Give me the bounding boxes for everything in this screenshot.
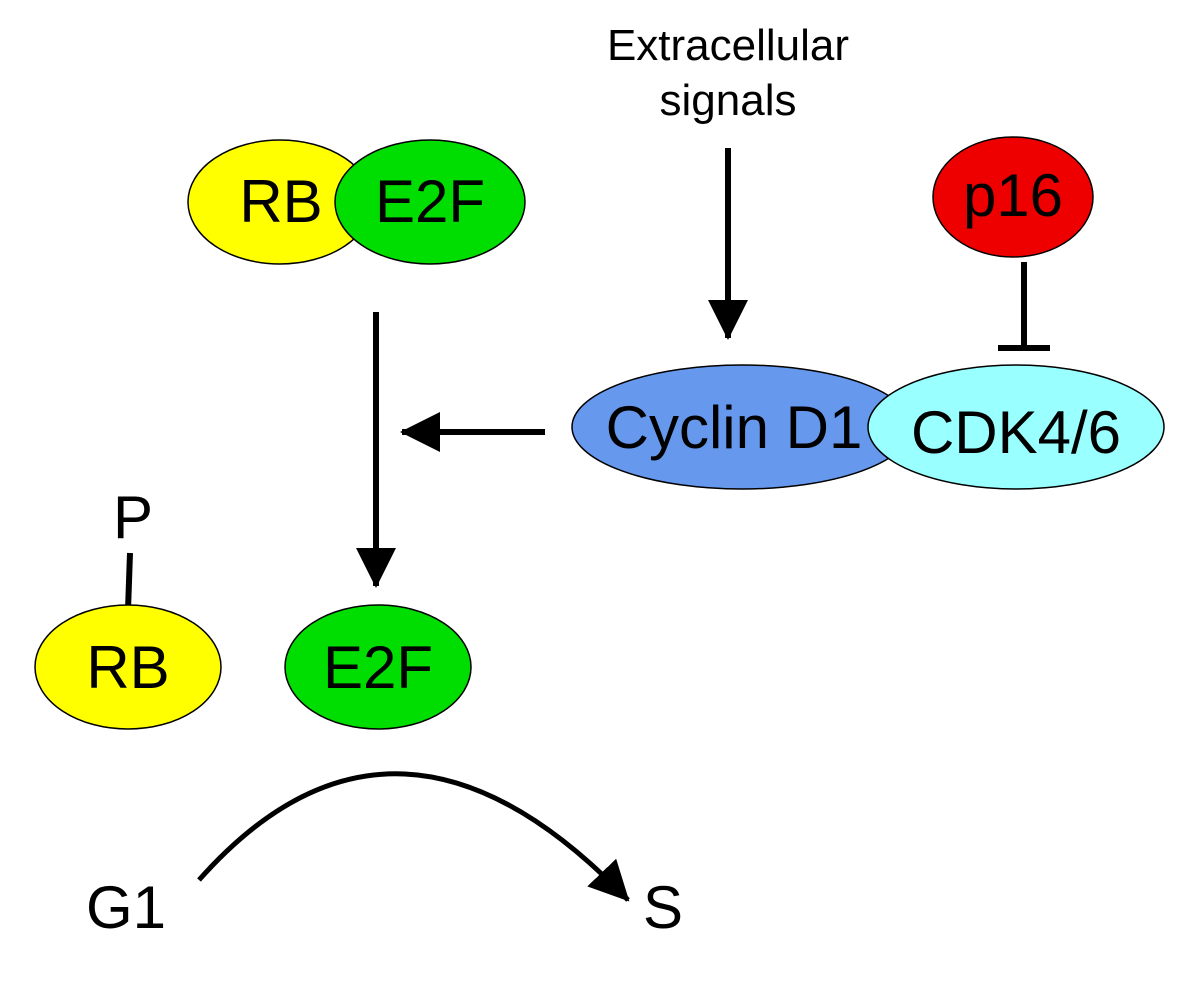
signals-label-line2: signals [660, 76, 797, 125]
g1-phase-label: G1 [86, 874, 166, 941]
cdk46-node [867, 364, 1165, 490]
p16-node [932, 136, 1094, 258]
p16-label: p16 [963, 162, 1063, 229]
rb-free-node [34, 604, 222, 730]
s-phase-label: S [643, 874, 683, 941]
rb-free-label: RB [86, 634, 169, 701]
e2f-complex-node [334, 139, 526, 265]
cyclin-d1-label: Cyclin D1 [606, 394, 863, 461]
phosphate-label: P [113, 484, 153, 551]
signals-label-line1: Extracellular [607, 21, 849, 70]
phosphate-bond [125, 552, 133, 611]
e2f-free-node [284, 604, 472, 730]
e2f-complex-label: E2F [375, 168, 485, 235]
g1-to-s-arrow [197, 771, 630, 902]
e2f-free-label: E2F [323, 634, 433, 701]
cdk46-label: CDK4/6 [911, 399, 1121, 466]
rb-complex-label: RB [239, 168, 322, 235]
